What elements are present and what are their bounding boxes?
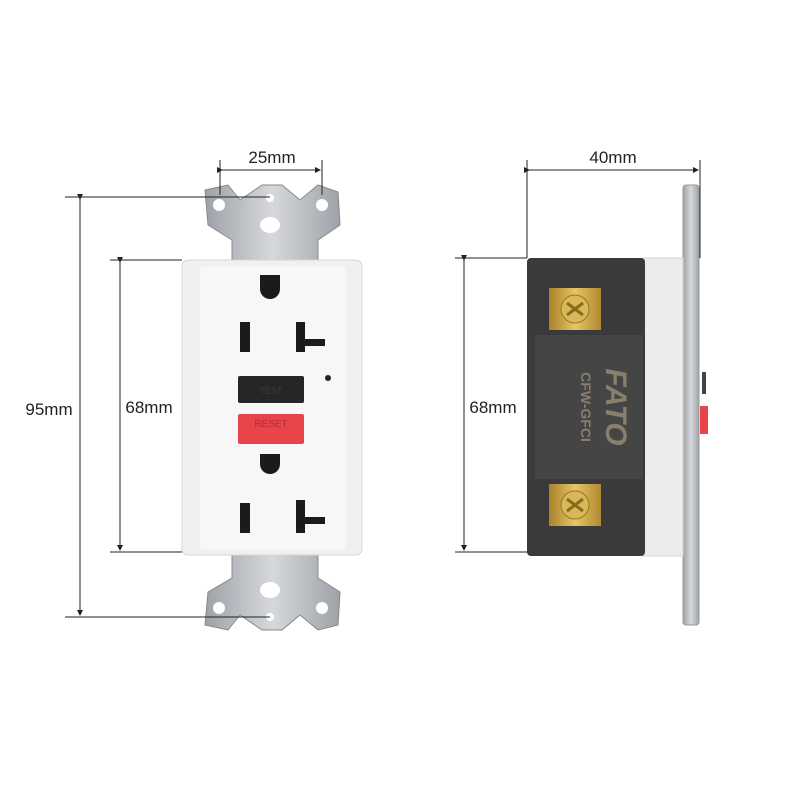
mounting-strap-bottom (204, 554, 341, 631)
dimension-lines (65, 160, 701, 618)
dimension-68mm-front: 68mm (125, 398, 172, 417)
mounting-strap-side (682, 184, 700, 626)
mounting-strap-top (204, 184, 341, 263)
front-view: TEST RESET (181, 184, 363, 631)
side-reset-button (700, 406, 708, 434)
terminal-screw-top (549, 288, 601, 330)
test-button[interactable]: TEST (238, 376, 304, 403)
side-view: FATO CFW-GFCI (527, 184, 708, 626)
lower-receptacle (240, 454, 325, 533)
dimension-25mm: 25mm (248, 148, 295, 167)
test-button-label: TEST (259, 386, 283, 396)
dimension-68mm-side: 68mm (469, 398, 516, 417)
side-test-button (702, 372, 706, 394)
terminal-screw-bottom (549, 484, 601, 526)
model-number: CFW-GFCI (578, 372, 594, 442)
reset-button-label: RESET (254, 419, 287, 430)
upper-receptacle (240, 275, 325, 352)
brand-logo: FATO (599, 368, 632, 445)
face-side (642, 257, 684, 557)
reset-button[interactable]: RESET (238, 414, 304, 444)
dimension-95mm: 95mm (25, 400, 72, 419)
dimension-40mm: 40mm (589, 148, 636, 167)
indicator-light (325, 375, 331, 381)
